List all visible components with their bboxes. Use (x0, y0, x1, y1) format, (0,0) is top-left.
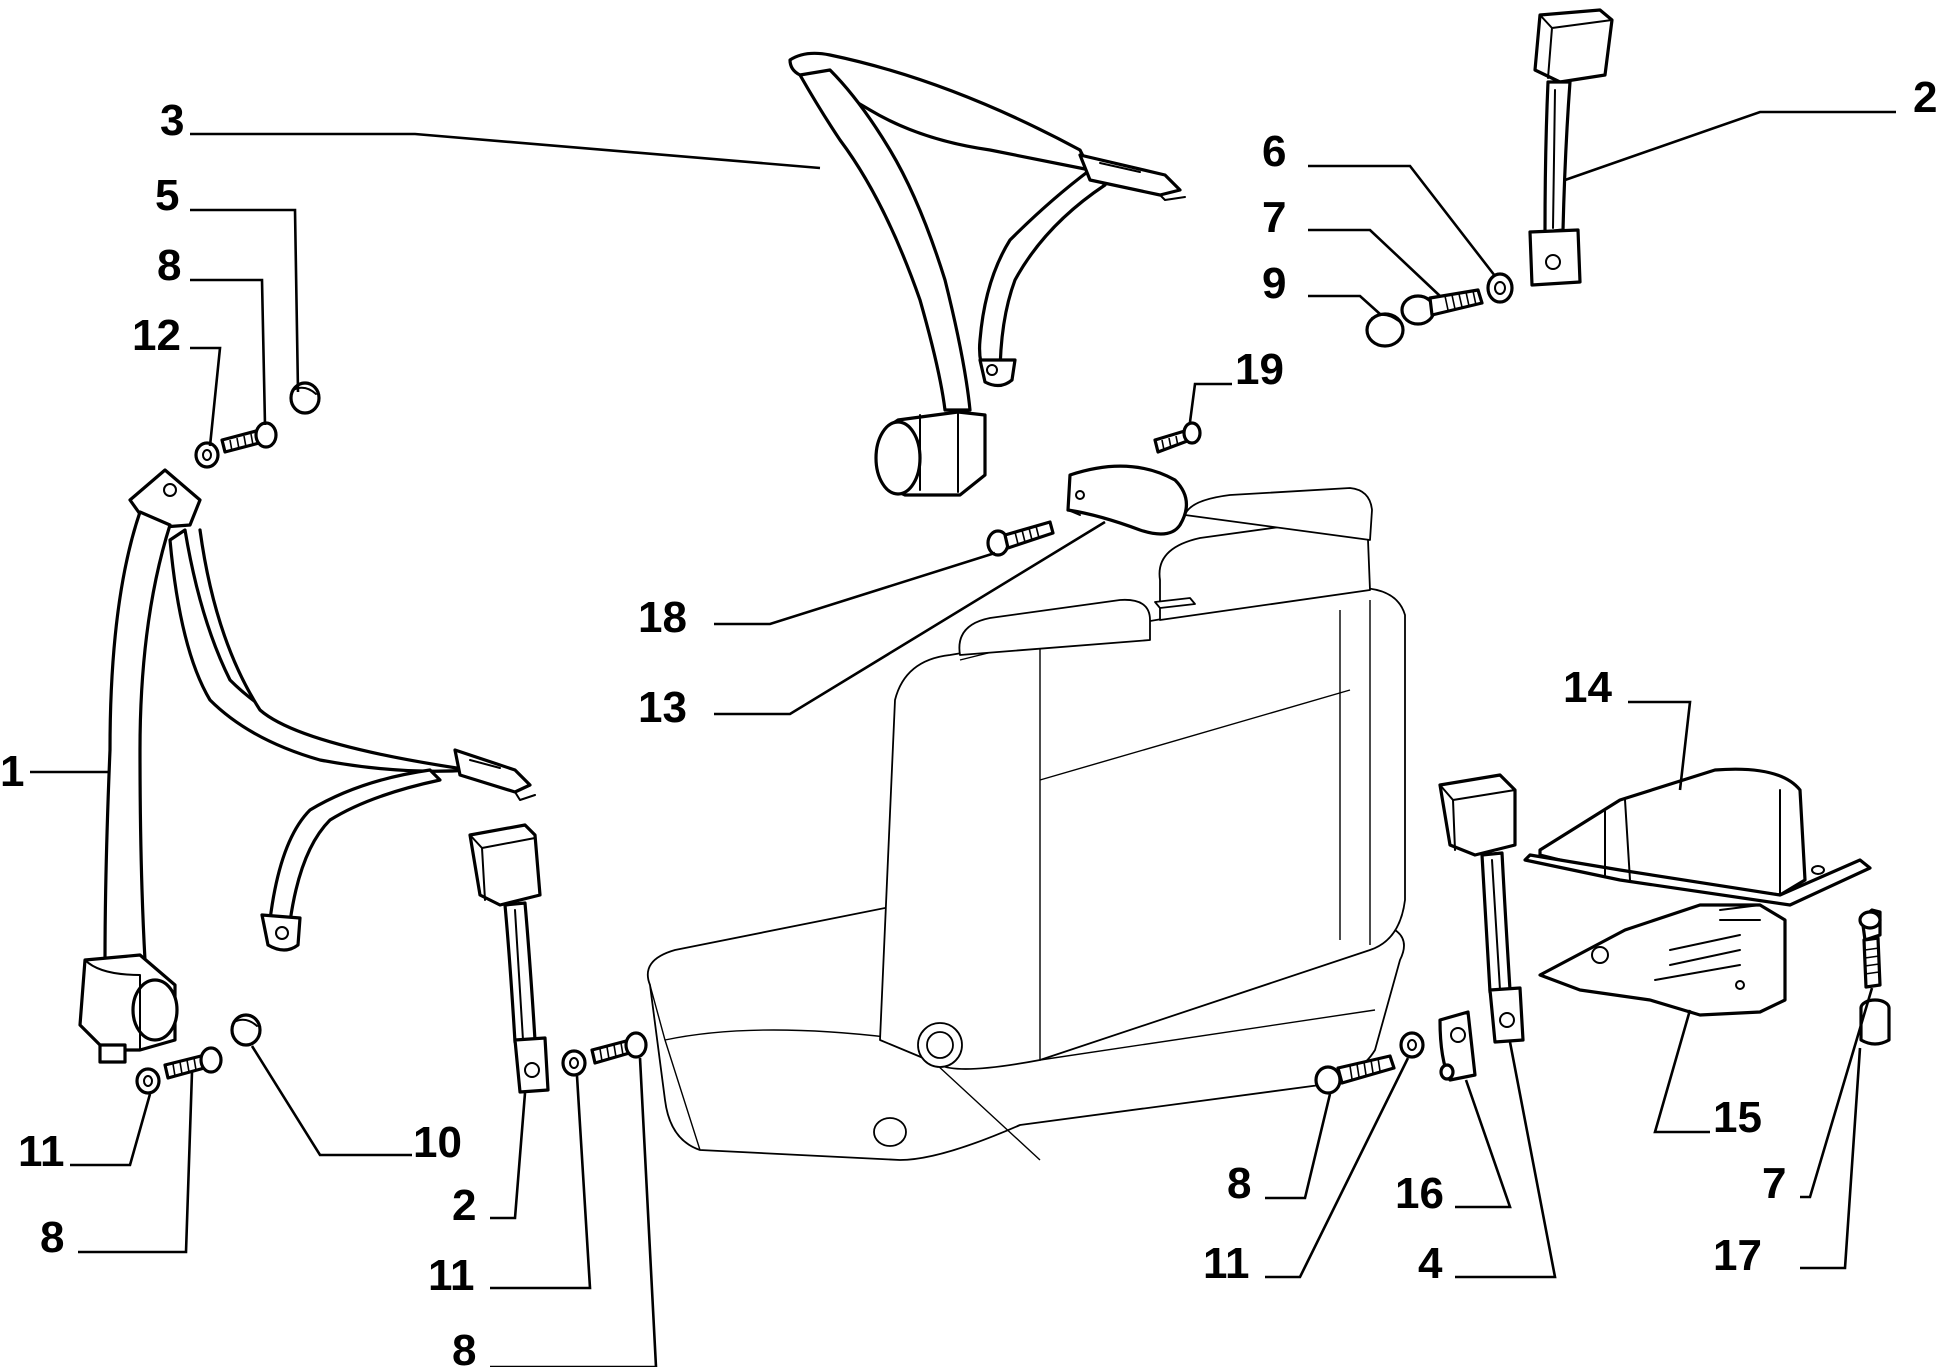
callout-2-top: 2 (1913, 73, 1937, 122)
bolt-part-19 (1153, 421, 1202, 454)
callout-12: 12 (132, 311, 181, 360)
callout-11-middle: 11 (428, 1251, 475, 1300)
callout-5: 5 (155, 171, 179, 220)
callout-10: 10 (413, 1118, 462, 1167)
callout-4: 4 (1418, 1239, 1443, 1288)
callout-7-lower: 7 (1762, 1159, 1786, 1208)
callout-3: 3 (160, 96, 184, 145)
callout-8-right: 8 (1227, 1159, 1251, 1208)
cap-part-10 (230, 1013, 262, 1047)
callout-labels: 1 2 3 5 8 12 6 7 9 19 18 13 14 15 11 8 1… (0, 73, 1937, 1367)
callout-6: 6 (1262, 127, 1286, 176)
buckle-part-2-upper (1528, 8, 1614, 287)
bolt-part-7-upper (1400, 288, 1484, 326)
cap-part-9 (1365, 312, 1405, 348)
callout-8-upper-left: 8 (157, 241, 181, 290)
callout-19: 19 (1235, 345, 1284, 394)
callout-16: 16 (1395, 1169, 1444, 1218)
anchor-plate-part-16 (1438, 1010, 1477, 1082)
cover-part-14 (1523, 767, 1872, 907)
cap-part-5 (289, 381, 321, 415)
buckle-part-2-middle (468, 823, 550, 1094)
callout-11-left: 11 (18, 1127, 65, 1176)
callout-11-right: 11 (1203, 1239, 1250, 1288)
callout-15: 15 (1713, 1093, 1762, 1142)
callout-13: 13 (638, 683, 687, 732)
bolt-part-8-middle (590, 1031, 648, 1065)
washer-part-11-right (1399, 1031, 1425, 1059)
leader-lines (30, 110, 1896, 1367)
rear-seat-illustration (646, 487, 1406, 1161)
bolt-part-8-right (1314, 1054, 1396, 1095)
bracket-part-15 (1538, 903, 1787, 1017)
callout-8-lower-left: 8 (40, 1213, 64, 1262)
spacer-part-17 (1859, 998, 1891, 1046)
callout-1: 1 (0, 747, 24, 796)
upper-seat-belt-part-3 (788, 51, 1186, 497)
washer-part-11-left (135, 1067, 161, 1095)
bolt-part-18 (986, 520, 1055, 557)
seat-belt-assembly-part-1 (78, 468, 536, 1064)
cover-part-13 (1066, 464, 1188, 536)
callout-9: 9 (1262, 259, 1286, 308)
bolt-part-8-upper-left (220, 421, 278, 454)
callout-17: 17 (1713, 1231, 1762, 1280)
callout-14: 14 (1563, 663, 1612, 712)
bolt-part-8-lower-left (163, 1046, 223, 1080)
callout-18: 18 (638, 593, 687, 642)
buckle-part-4 (1438, 773, 1525, 1044)
callout-8-middle: 8 (452, 1326, 476, 1367)
callout-2-middle: 2 (452, 1181, 476, 1230)
callout-7-upper: 7 (1262, 193, 1286, 242)
bolt-part-7-lower (1858, 908, 1882, 989)
washer-part-11-middle (561, 1049, 587, 1077)
washer-part-12 (194, 441, 220, 469)
washer-part-6 (1486, 272, 1514, 304)
